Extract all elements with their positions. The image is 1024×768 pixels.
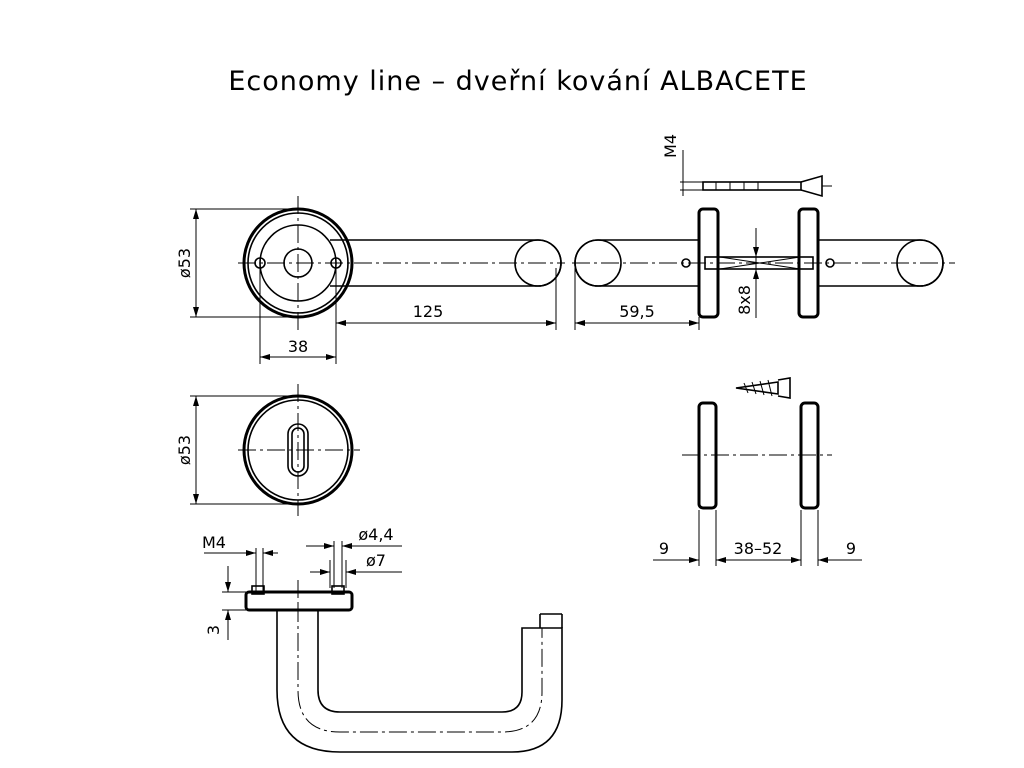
dim-length-38: 38	[259, 268, 337, 364]
dim-diameter-mid: ø53	[175, 395, 298, 505]
m4-bolt-top: M4	[661, 134, 832, 198]
handle-front-view	[238, 196, 565, 332]
base-screw-left	[251, 585, 265, 595]
base-screw-right	[331, 585, 345, 595]
dim-text-8x8: 8x8	[735, 285, 754, 315]
lever-centerline	[297, 604, 543, 733]
lever-side-profile	[244, 580, 563, 753]
bolt-shaft	[702, 181, 802, 191]
dim-height-3: 3	[204, 566, 246, 640]
dim-text-m4-top: M4	[661, 134, 680, 158]
dim-text-diameter-mid: ø53	[175, 435, 194, 465]
lever-base-plate	[244, 590, 354, 612]
wood-screw-body	[735, 381, 779, 395]
dim-m4-bottom: M4	[202, 533, 278, 592]
handle-side-view	[572, 207, 955, 319]
wood-screw-head	[777, 377, 791, 399]
bolt-head	[800, 174, 823, 198]
dim-text-hole-4-4: ø4,4	[358, 525, 393, 544]
dim-text-9-left: 9	[659, 539, 669, 558]
lever-u-shape	[276, 610, 563, 753]
dim-text-m4-bottom: M4	[202, 533, 226, 552]
dim-text-diameter-top: ø53	[175, 248, 194, 278]
dim-door-thickness: 9 38–52 9	[653, 510, 862, 566]
dim-text-38: 38	[288, 337, 308, 356]
dim-length-125: 125	[335, 268, 557, 330]
escutcheon-front-view	[238, 384, 360, 516]
dim-text-38-52: 38–52	[734, 539, 783, 558]
dim-text-59-5: 59,5	[619, 302, 655, 321]
dim-text-125: 125	[413, 302, 444, 321]
dim-length-59-5: 59,5	[574, 268, 700, 330]
dim-holes: ø4,4 ø7	[306, 525, 402, 588]
escutcheon-side-view	[682, 377, 832, 510]
dim-text-9-right: 9	[846, 539, 856, 558]
dim-text-hole-7: ø7	[366, 551, 386, 570]
drawing-title: Economy line – dveřní kování ALBACETE	[228, 66, 807, 97]
dim-square-8x8: 8x8	[735, 228, 759, 318]
dim-text-3: 3	[204, 625, 223, 635]
dim-diameter-top: ø53	[175, 208, 298, 318]
